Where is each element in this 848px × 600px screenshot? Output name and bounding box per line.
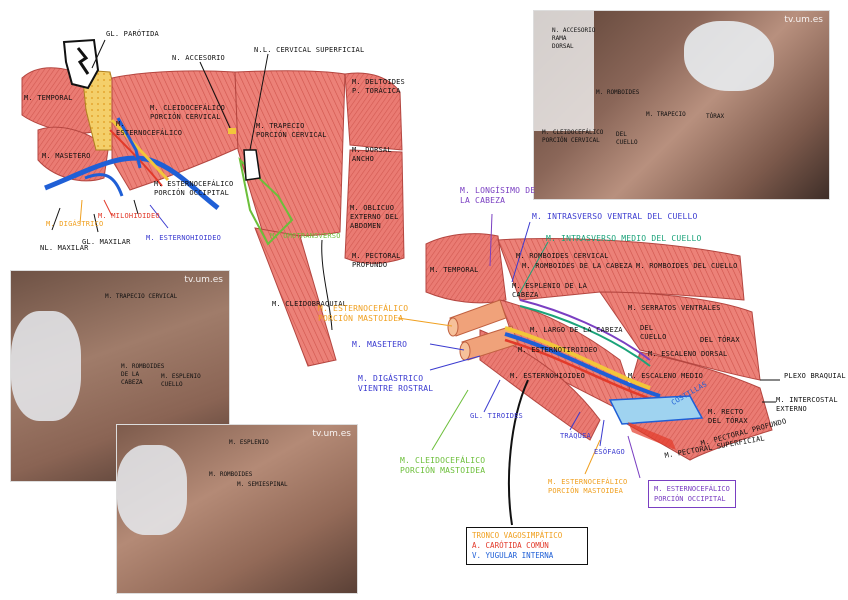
watermark: tv.um.es — [312, 429, 351, 439]
label-r-esofago: ESÓFAGO — [594, 448, 625, 456]
label-r-traquea: TRÁQUEA — [560, 432, 591, 440]
label-m-esternocef-occip: M. ESTERNOCEFÁLICO PORCIÓN OCCIPITAL — [154, 180, 234, 197]
label-m-omotransverso: M. OMOTRANSVERSO — [270, 232, 341, 240]
photo-l1-label-m-esplenio: M. ESPLENIO CUELLO — [161, 373, 201, 388]
label-r-m-esplenio: M. ESPLENIO DE LA CABEZA — [512, 282, 588, 299]
glove-shape — [11, 311, 81, 421]
label-m-oblicuo: M. OBLICUO EXTERNO DEL ABDOMEN — [350, 204, 399, 230]
r-nerve — [504, 326, 651, 390]
tl-cleidobrachial-muscle — [254, 227, 337, 367]
label-r-plexo: PLEXO BRAQUIAL — [784, 372, 846, 380]
photo-l2-label-m-semispinal: M. SEMIESPINAL — [237, 481, 288, 488]
label-m-masetero: M. MASETERO — [42, 152, 91, 160]
legend-box: TRONCO VAGOSIMPÁTICO A. CARÓTIDA COMÚN V… — [466, 527, 588, 565]
label-m-longisimo: M. LONGÍSIMO DE LA CABEZA — [460, 186, 536, 205]
r-legend-leader — [507, 379, 529, 526]
label-m-cleido-cervical: M. CLEIDOCEFÁLICO PORCIÓN CERVICAL — [150, 104, 226, 121]
r-trachea — [608, 395, 704, 425]
photo-l1-label-m-trapecio: M. TRAPECIO CERVICAL — [105, 293, 178, 300]
photo-tr-label-n-accesorio: N. ACCESORIO RAMA DORSAL — [552, 27, 596, 50]
photo-top-right: tv.um.es N. ACCESORIO RAMA DORSAL M. CLE… — [533, 10, 830, 200]
label-r-m-escaleno-medio: M. ESCALENO MEDIO — [628, 372, 704, 380]
r-cut-muscle-1 — [447, 299, 507, 337]
photo-l2-label-m-romboides: M. ROMBOIDES — [209, 471, 253, 478]
r-ventral-strap — [479, 329, 601, 441]
tl-omotransverse-outline — [238, 157, 294, 246]
label-m-intertrans-medio: M. INTRASVERSO MEDIO DEL CUELLO — [546, 234, 702, 243]
label-m-intertrans-ventral: M. INTRASVERSO VENTRAL DEL CUELLO — [532, 212, 698, 221]
photo-left-2: tv.um.es M. ESPLENIO M. ROMBOIDES M. SEM… — [116, 424, 358, 594]
glove-shape — [117, 445, 187, 535]
lab-coat-shape — [534, 11, 594, 131]
label-r-m-masetero: M. MASETERO — [352, 340, 408, 349]
label-r-m-romboides-cerv: M. ROMBOIDES CERVICAL — [516, 252, 609, 260]
label-n-accesorio: N. ACCESORIO — [172, 54, 225, 62]
label-r-m-escaleno-dorsal: M. ESCALENO DORSAL — [648, 350, 728, 358]
legend-tronco: TRONCO VAGOSIMPÁTICO — [472, 531, 563, 540]
label-m-esternocef: M. ESTERNOCEFÁLICO — [116, 120, 183, 137]
watermark: tv.um.es — [784, 15, 823, 25]
r-serratus-muscle — [599, 291, 761, 381]
label-m-temporal: M. TEMPORAL — [24, 94, 73, 102]
label-m-cleidobraquial: M. CLEIDOBRAQUIAL — [272, 300, 348, 308]
watermark: tv.um.es — [184, 275, 223, 285]
label-r-m-esternocef-mast2: M. ESTERNOCEFÁLICO PORCIÓN MASTOIDEA — [548, 478, 628, 495]
photo-tr-label-m-trapecio: M. TRAPECIO — [646, 111, 686, 118]
label-m-milohioideo: M. MILOHIOIDEO — [98, 212, 160, 220]
label-r-m-digastrico: M. DIGÁSTRICO VIENTRE ROSTRAL — [358, 374, 434, 393]
label-r-m-serratos: M. SERRATOS VENTRALES — [628, 304, 721, 312]
photo-tr-label-m-romboides: M. ROMBOIDES — [596, 89, 640, 96]
photo-tr-label-torax: TÓRAX — [706, 113, 725, 120]
label-r-m-esternotiroideo: M. ESTERNOTIROIDEO — [518, 346, 598, 354]
tl-nerve — [110, 118, 170, 182]
label-m-esternohioideo: M. ESTERNOHIOIDEO — [146, 234, 222, 242]
legend-vena: V. YUGULAR INTERNA — [472, 551, 554, 560]
label-r-m-temporal: M. TEMPORAL — [430, 266, 479, 274]
r-artery — [504, 338, 661, 404]
label-m-dorsal-ancho: M. DORSAL ANCHO — [352, 146, 392, 163]
label-r-del-torax: DEL TÓRAX — [700, 336, 740, 344]
label-r-del-cuello: DEL CUELLO — [640, 324, 667, 341]
label-r-m-romboides-cabeza: M. ROMBOIDES DE LA CABEZA — [522, 262, 633, 270]
label-r-m-largo-cabeza: M. LARGO DE LA CABEZA — [530, 326, 623, 334]
label-m-deltoides: M. DELTOIDES P. TORÁCICA — [352, 78, 405, 95]
label-r-m-romboides-cuello: M. ROMBOIDES DEL CUELLO — [636, 262, 738, 270]
label-m-trapecio: M. TRAPECIO PORCIÓN CERVICAL — [256, 122, 327, 139]
glove-shape — [684, 21, 774, 91]
tl-dorsal-muscle — [344, 72, 403, 151]
photo-l2-label-m-esplenio: M. ESPLENIO — [229, 439, 269, 446]
legend-arteria: A. CARÓTIDA COMÚN — [472, 541, 549, 550]
r-temporal-muscle — [425, 233, 507, 304]
photo-tr-label-del-cuello: DEL CUELLO — [616, 131, 638, 146]
label-r-m-esternocef-mast: M. ESTERNOCEFÁLICO PORCIÓN MASTOIDEA — [318, 304, 409, 323]
label-r-gl-tiroides: GL. TIROIDES — [470, 412, 523, 420]
label-m-digastrico: M. DIGÁSTRICO — [46, 220, 104, 228]
label-gl-maxilar: GL. MAXILAR — [82, 238, 131, 246]
label-nl-maxilar: NL. MAXILAR — [40, 244, 89, 252]
label-nl-cervical-sup: N.L. CERVICAL SUPERFICIAL — [254, 46, 365, 54]
photo-tr-label-m-cleido: M. CLEIDOCEFÁLICO PORCIÓN CERVICAL — [542, 129, 604, 144]
r-vein — [504, 332, 661, 398]
label-r-m-cleido-mast: M. CLEIDOCEFÁLICO PORCIÓN MASTOIDEA — [400, 456, 486, 475]
label-r-m-intercostal: M. INTERCOSTAL EXTERNO — [776, 396, 838, 413]
label-gl-parotida: GL. PARÓTIDA — [106, 30, 159, 38]
label-r-m-recto: M. RECTO DEL TÓRAX — [708, 408, 748, 425]
label-r-m-esternohioideo: M. ESTERNOHIOIDEO — [510, 372, 586, 380]
label-r-m-esternocef-occip: M. ESTERNOCEFÁLICO PORCIÓN OCCIPITAL — [648, 480, 736, 508]
photo-l1-label-m-romboides: M. ROMBOIDES DE LA CABEZA — [121, 363, 165, 386]
label-m-pectoral-prof: M. PECTORAL PROFUNDO — [352, 252, 401, 269]
tl-oblique-muscle — [344, 149, 405, 264]
